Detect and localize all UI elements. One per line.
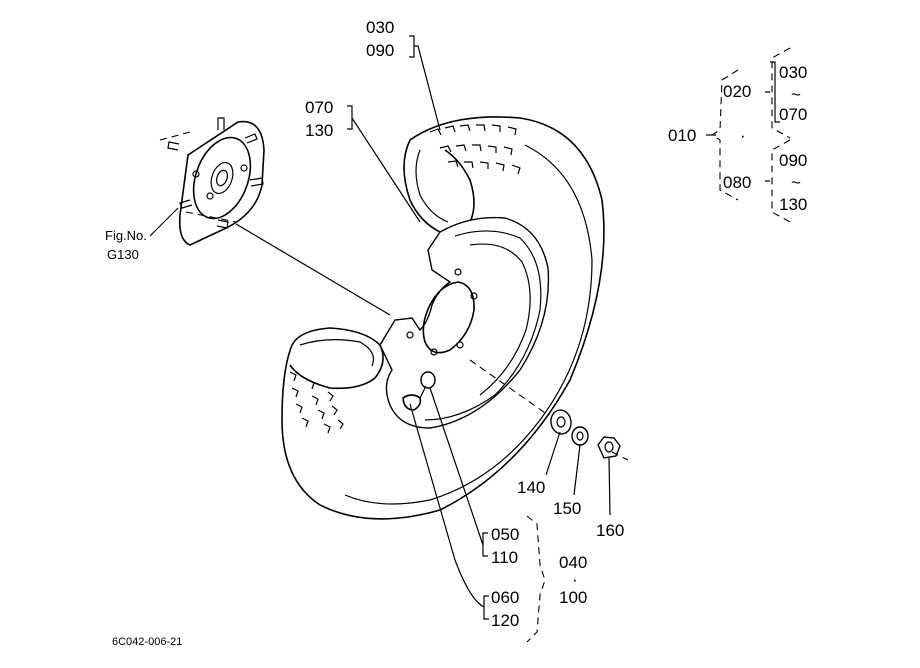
label-060: 060 [491,588,519,607]
label-080: 080 [723,173,751,192]
label-040: 040 [559,553,587,572]
label-090-top: 090 [366,41,394,60]
label-050: 050 [491,525,519,544]
label-030-top: 030 [366,18,394,37]
tread-pattern [289,124,521,434]
label-130: 130 [305,121,333,140]
label-dot-right: · [740,126,746,145]
label-030-right: 030 [779,63,807,82]
label-120: 120 [491,611,519,630]
label-150: 150 [553,499,581,518]
label-130-right: 130 [779,195,807,214]
label-100: 100 [559,588,587,607]
label-160: 160 [596,521,624,540]
label-070: 070 [305,98,333,117]
label-dot-bottom: · [572,570,578,589]
wheel-hub [159,117,265,246]
label-fig-ref: G130 [107,247,139,262]
label-070-right: 070 [779,105,807,124]
valve-stem [402,371,436,411]
label-tilde-2: ~ [791,173,801,192]
label-140: 140 [517,478,545,497]
label-090-right: 090 [779,151,807,170]
drawing-code: 6C042-006-21 [112,636,182,648]
part-labels: 030 090 070 130 Fig.No. G130 010 020 030… [105,18,807,648]
label-010: 010 [668,126,696,145]
label-fig-no: Fig.No. [105,228,147,243]
leader-lines [347,35,611,643]
washer-140 [550,409,572,435]
label-020: 020 [723,82,751,101]
assembly-tree [706,47,791,223]
label-110: 110 [491,548,518,567]
hub-studs [167,117,264,229]
label-tilde-1: ~ [791,85,801,104]
lock-washer-150 [571,426,589,446]
